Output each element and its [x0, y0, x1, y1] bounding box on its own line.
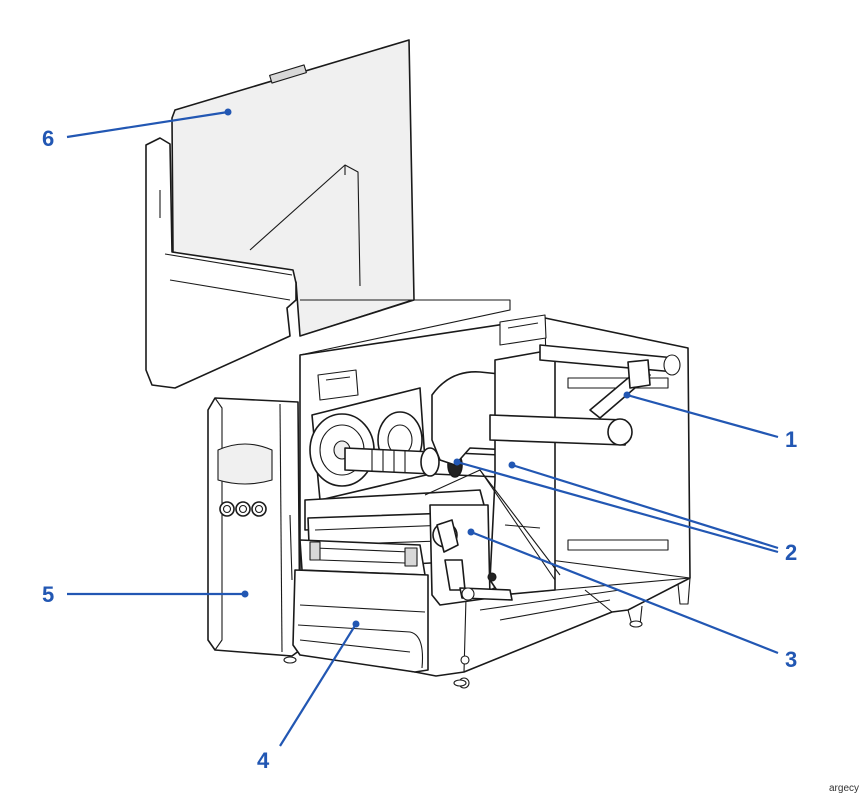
callout-label-5: 5	[42, 582, 54, 607]
callouts: 1 2 3 4 5 6	[42, 108, 797, 773]
front-panel	[292, 569, 429, 673]
leader-dot-5	[241, 590, 249, 598]
leader-dot-6	[224, 108, 232, 116]
media-cover	[145, 39, 511, 389]
leader-line-3	[470, 530, 779, 655]
watermark-text: argecy	[828, 783, 859, 794]
cover-hinges	[317, 314, 547, 401]
callout-2: 2	[453, 458, 797, 565]
leader-line-4	[279, 623, 357, 747]
leader-dot-1	[623, 391, 631, 399]
leader-dot-2a	[453, 458, 461, 466]
leader-dot-3	[467, 528, 475, 536]
callout-label-4: 4	[257, 748, 270, 773]
leader-line-1	[626, 393, 779, 439]
platen-area	[299, 539, 426, 576]
rear-hanger	[431, 344, 681, 596]
leader-dot-4	[352, 620, 360, 628]
callout-4: 4	[257, 620, 360, 773]
printer-illustration	[145, 39, 691, 689]
leader-line-2a	[456, 460, 779, 554]
callout-label-6: 6	[42, 126, 54, 151]
callout-3: 3	[467, 528, 797, 672]
callout-label-3: 3	[785, 647, 797, 672]
leader-dot-2b	[508, 461, 516, 469]
leader-line-6	[66, 110, 229, 139]
callout-label-1: 1	[785, 427, 797, 452]
callout-label-2: 2	[785, 540, 797, 565]
callout-5: 5	[42, 582, 249, 607]
callout-6: 6	[42, 108, 232, 151]
callout-1: 1	[623, 391, 797, 452]
side-housing	[207, 397, 301, 657]
feet	[283, 620, 643, 687]
printhead-assembly	[304, 469, 561, 606]
leader-line-2b	[511, 463, 779, 550]
